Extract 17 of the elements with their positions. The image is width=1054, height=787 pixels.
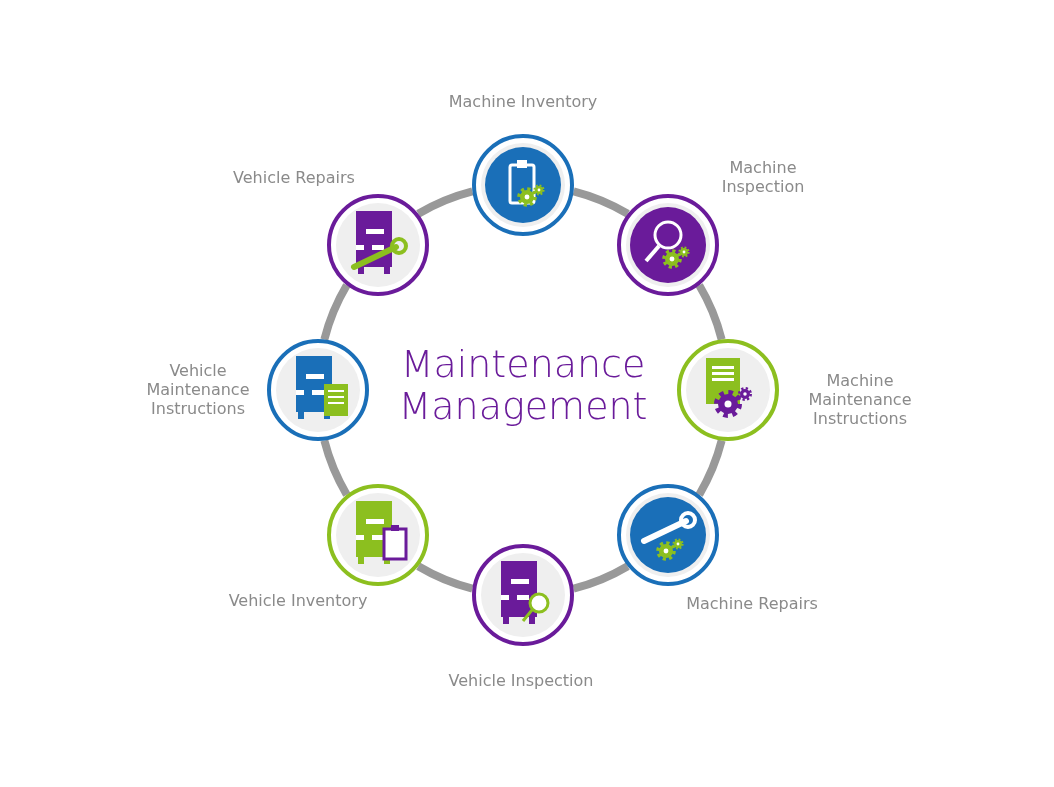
ring-connector <box>320 283 351 341</box>
node-label: Machine Inventory <box>448 91 598 111</box>
node-label: Vehicle Inspection <box>447 670 595 690</box>
ring-connector <box>416 187 474 218</box>
node-label: Vehicle Maintenance Instructions <box>145 360 251 418</box>
ring-connector <box>320 439 351 497</box>
node-label: Machine Inspection <box>720 158 806 196</box>
ring-connector <box>695 283 726 341</box>
ring-connector <box>416 562 474 593</box>
node-label: Vehicle Repairs <box>232 167 356 187</box>
node-label: Vehicle Inventory <box>227 590 369 610</box>
node-label: Machine Repairs <box>685 593 819 613</box>
ring-connector <box>572 187 630 218</box>
ring-connector <box>572 562 630 593</box>
diagram-title: Maintenance Management <box>397 343 649 427</box>
ring-connector <box>695 439 726 497</box>
node-label: Machine Maintenance Instructions <box>807 370 913 428</box>
